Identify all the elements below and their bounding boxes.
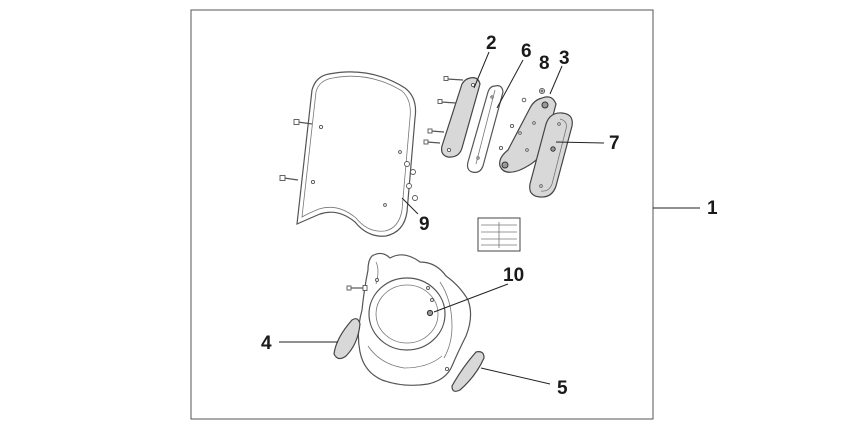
windscreen-bolts <box>279 119 313 181</box>
callout-8: 8 <box>539 53 550 74</box>
spacer-6 <box>466 85 504 173</box>
callout-2: 2 <box>486 33 497 54</box>
callout-10: 10 <box>503 265 524 286</box>
callout-4: 4 <box>261 333 272 354</box>
nut-8 <box>538 87 546 95</box>
callout-3: 3 <box>559 48 570 69</box>
callout-1: 1 <box>707 198 718 219</box>
callout-6: 6 <box>521 41 532 62</box>
callout-7: 7 <box>609 133 620 154</box>
nut-set-9 <box>404 161 418 201</box>
callout-5: 5 <box>557 378 568 399</box>
label-plate <box>477 217 521 252</box>
deflector-5 <box>451 351 485 392</box>
windscreen <box>296 71 417 237</box>
headlight-cowl <box>346 252 472 386</box>
leader-lines <box>279 51 700 385</box>
deflector-4 <box>333 318 361 360</box>
callout-9: 9 <box>419 214 430 235</box>
bracket-2 <box>423 76 481 158</box>
bracket-7 <box>529 112 573 198</box>
diagram-frame <box>190 9 654 420</box>
